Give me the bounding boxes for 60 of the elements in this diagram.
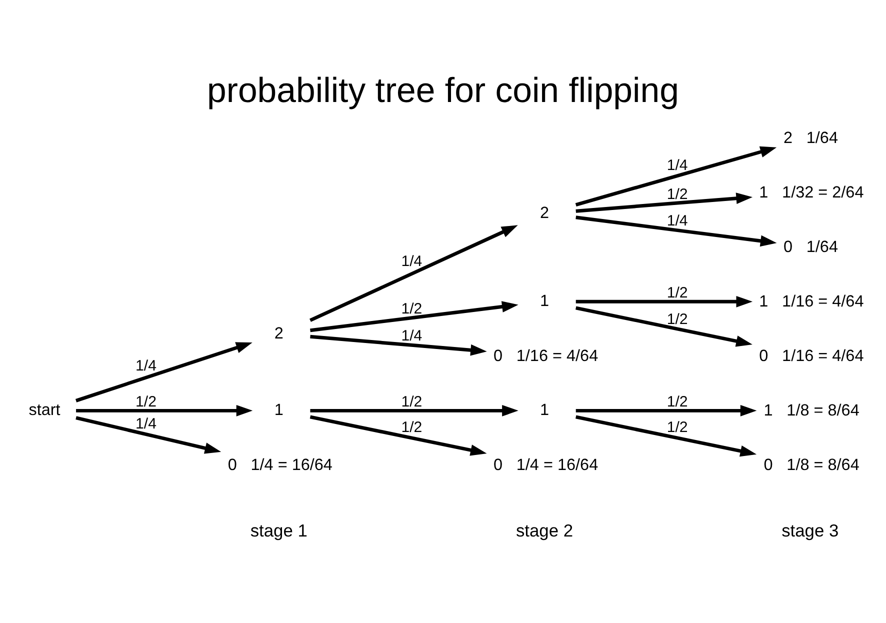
node-text: 0 bbox=[493, 456, 502, 474]
node-text: 2 bbox=[540, 204, 550, 222]
node-label: 1/4 = 16/64 bbox=[516, 456, 598, 474]
arrow bbox=[310, 415, 487, 456]
arrow bbox=[310, 334, 487, 356]
node-text: 1 bbox=[764, 402, 773, 420]
node-label: 1/32 = 2/64 bbox=[782, 183, 864, 202]
node-text: start bbox=[28, 400, 60, 419]
node-text: 0 bbox=[493, 347, 502, 366]
arrow bbox=[576, 192, 753, 213]
arrow bbox=[310, 301, 518, 332]
node-text: 0 bbox=[783, 238, 792, 256]
node-text: 1 bbox=[759, 292, 768, 311]
arrow bbox=[576, 306, 752, 347]
node-text: 1 bbox=[759, 183, 768, 202]
edge-label: 1/2 bbox=[136, 394, 157, 411]
label: stage 2 bbox=[516, 520, 574, 541]
arrow bbox=[75, 342, 252, 402]
node-label: 1/8 = 8/64 bbox=[786, 402, 860, 420]
arrow bbox=[575, 146, 777, 206]
edge-label: 1/4 bbox=[666, 156, 688, 174]
edge-label: 1/2 bbox=[401, 300, 422, 318]
label: stage 3 bbox=[782, 520, 839, 541]
node-text: 2 bbox=[783, 128, 792, 147]
node-text: 2 bbox=[274, 324, 284, 342]
node-label: 1/16 = 4/64 bbox=[782, 347, 864, 366]
arrow bbox=[310, 225, 518, 322]
node-label: 1/16 = 4/64 bbox=[782, 292, 864, 311]
node-label: 1/64 bbox=[806, 238, 838, 256]
edge-label: 1/2 bbox=[666, 394, 688, 411]
node-text: 0 bbox=[228, 456, 237, 474]
edge-label: 1/2 bbox=[666, 419, 688, 436]
edge-label: 1/4 bbox=[401, 327, 422, 344]
arrow bbox=[576, 296, 753, 308]
arrow bbox=[76, 404, 253, 416]
edge-label: 1/2 bbox=[401, 394, 422, 411]
edge-label: 1/4 bbox=[136, 416, 157, 433]
arrow bbox=[576, 404, 757, 416]
node-label: 1/8 = 8/64 bbox=[786, 456, 860, 474]
edge-label: 1/4 bbox=[136, 358, 157, 375]
arrow bbox=[576, 216, 777, 247]
node-text: 1 bbox=[274, 400, 284, 419]
arrow bbox=[76, 416, 222, 454]
edge-label: 1/2 bbox=[666, 186, 688, 203]
edge-label: 1/4 bbox=[401, 253, 422, 270]
edge-label: 1/2 bbox=[401, 419, 422, 436]
diagram-title: probability tree for coin flipping bbox=[207, 71, 679, 110]
edge-label: 1/2 bbox=[666, 311, 688, 328]
arrow bbox=[576, 415, 757, 457]
edge-label: 1/4 bbox=[666, 212, 688, 230]
node-text: 1 bbox=[540, 400, 550, 419]
node-text: 0 bbox=[759, 347, 768, 366]
edge-label: 1/2 bbox=[666, 284, 688, 302]
node-label: 1/4 = 16/64 bbox=[250, 456, 332, 474]
node-label: 1/16 = 4/64 bbox=[516, 347, 598, 366]
label: stage 1 bbox=[250, 520, 308, 541]
node-text: 0 bbox=[764, 456, 773, 474]
node-label: 1/64 bbox=[806, 128, 838, 147]
arrow bbox=[310, 404, 518, 416]
node-text: 1 bbox=[540, 292, 550, 310]
